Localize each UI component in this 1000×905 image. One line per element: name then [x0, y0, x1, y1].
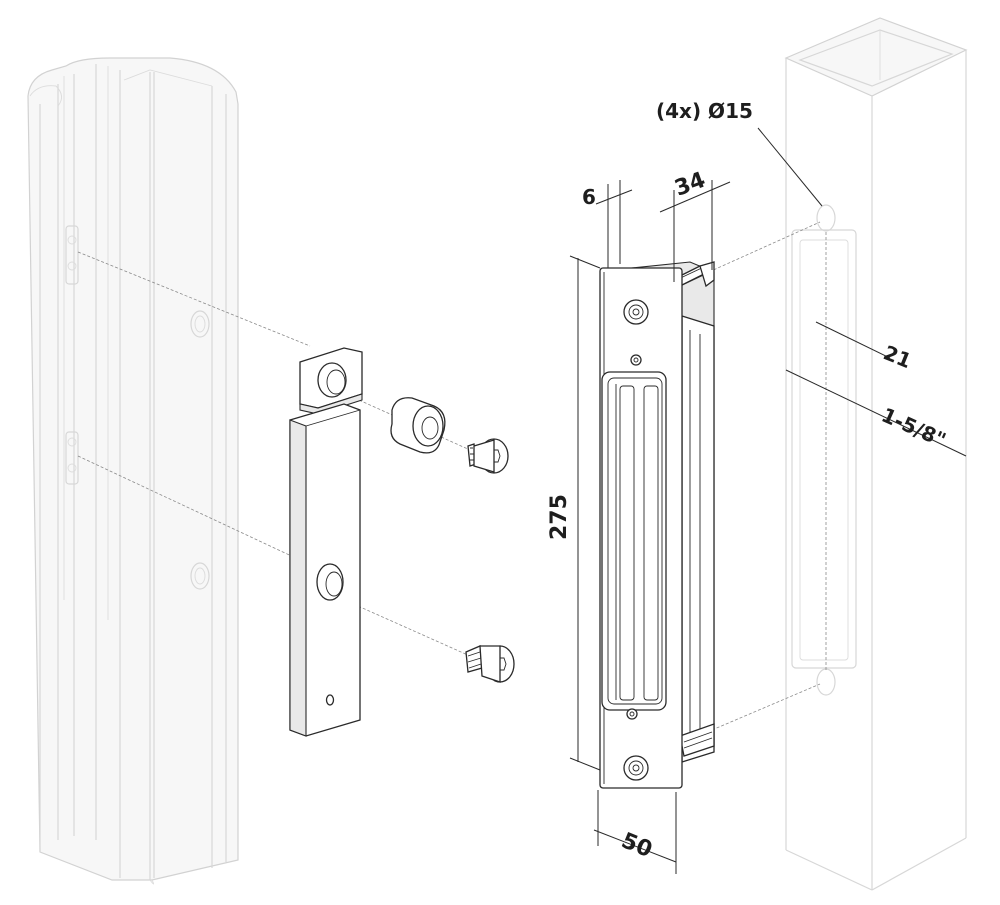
face-hole-bottom: [623, 755, 649, 781]
face-hole-top: [623, 299, 649, 325]
projection-lines: [77, 221, 827, 731]
bracket-tab-hole: [317, 362, 347, 398]
cable-lug-bottom: [679, 723, 715, 757]
label-depth: 34: [672, 168, 709, 202]
countersunk-screw: [465, 645, 515, 683]
face-screw-bottom: [626, 708, 638, 720]
label-width: 50: [618, 828, 656, 863]
slot-nut-upper: [65, 225, 79, 285]
slot-nut-lower: [65, 431, 79, 485]
dimension-lines: [569, 127, 967, 874]
profile-hole-upper: [190, 310, 210, 338]
mounting-bracket: [289, 347, 363, 737]
profile-hole-lower: [190, 562, 210, 590]
post-hole-upper: [816, 204, 836, 232]
bracket-small-hole: [325, 694, 335, 706]
label-post-width: 1-5/8": [878, 403, 950, 452]
label-height: 275: [547, 494, 572, 540]
spacer-bush: [390, 397, 446, 454]
electromagnetic-lock: [599, 261, 715, 789]
socket-head-screw: [467, 438, 509, 474]
label-offset: 21: [880, 340, 915, 373]
label-plate-thickness: 6: [582, 185, 596, 209]
face-screw-top: [630, 354, 642, 366]
gate-profile: [27, 57, 239, 885]
post-hole-lower: [816, 668, 836, 696]
label-hole-diameter: (4x) Ø15: [656, 99, 753, 123]
post-cutout: [791, 229, 857, 669]
square-post: [784, 17, 968, 891]
